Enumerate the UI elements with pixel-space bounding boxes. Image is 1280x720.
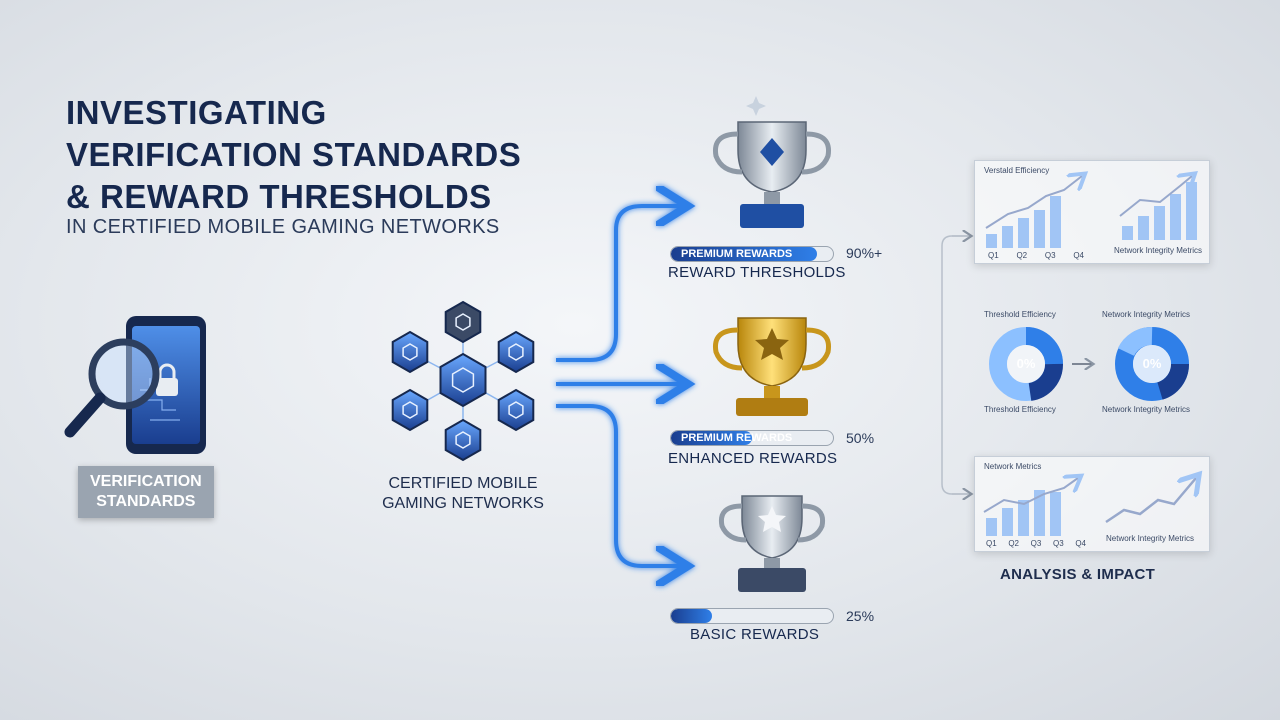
tier-3-caption: BASIC REWARDS [690, 626, 820, 643]
network-label-line-1: CERTIFIED MOBILE [388, 475, 538, 492]
panel-top-ticks: Q1 Q2 Q3 Q4 [988, 251, 1084, 260]
hex-network-icon [391, 300, 535, 462]
donut-left-bottom-label: Threshold Efficiency [984, 405, 1056, 414]
tick: Q3 [1030, 539, 1042, 548]
analysis-bracket [941, 236, 970, 494]
network-node-hex [391, 388, 429, 432]
tier-2-percent: 50% [846, 430, 875, 446]
donut-threshold-efficiency [989, 327, 1063, 401]
branch-arrows [556, 206, 680, 566]
title-line-3: & REWARD THRESHOLDS [66, 178, 492, 215]
tick: Q2 [1008, 539, 1019, 548]
magnifier-icon [64, 338, 160, 438]
analysis-panel-top [974, 160, 1210, 264]
network-node-glyph [508, 343, 524, 361]
star-icon [758, 506, 786, 532]
network-node-hex [497, 330, 535, 374]
donut-left-value: 0% [1016, 356, 1036, 371]
tier-2-caption: ENHANCED REWARDS [668, 450, 838, 467]
star-icon [755, 328, 789, 360]
panel-bottom-ticks: Q1 Q2 Q3 Q3 Q4 [986, 539, 1086, 548]
tier-3-progress-bar [670, 608, 834, 624]
network-node-hex [391, 330, 429, 374]
trophy-premium-icon [712, 96, 832, 228]
network-node-hex [497, 388, 535, 432]
panel-bottom-left-label: Network Metrics [984, 462, 1042, 471]
donut-right-top-label: Network Integrity Metrics [1102, 310, 1191, 319]
tier-1-percent: 90%+ [846, 245, 883, 261]
analysis-caption: ANALYSIS & IMPACT [1000, 566, 1156, 583]
title-line-2: VERIFICATION STANDARDS [66, 136, 522, 173]
tick: Q1 [986, 539, 997, 548]
tier-1-progress-bar: PREMIUM REWARDS [670, 246, 834, 262]
network-hub-hex [439, 352, 487, 408]
network-node-glyph [455, 313, 471, 331]
verification-label-line-1: VERIFICATION [90, 473, 202, 490]
tier-3-percent: 25% [846, 608, 875, 624]
network-node-glyph [508, 401, 524, 419]
network-node-glyph [402, 401, 418, 419]
verification-label: VERIFICATION STANDARDS [78, 466, 214, 518]
tick: Q3 [1044, 251, 1056, 260]
donut-network-integrity [1115, 327, 1190, 401]
tier-1-progress-fill: PREMIUM REWARDS [671, 247, 817, 261]
page-title: INVESTIGATING VERIFICATION STANDARDS & R… [66, 92, 521, 218]
tick: Q4 [1075, 539, 1086, 548]
tier-3-progress-fill [671, 609, 712, 623]
panel-bottom-right-label: Network Integrity Metrics [1106, 534, 1195, 543]
tick: Q1 [988, 251, 999, 260]
network-label-line-2: GAMING NETWORKS [382, 495, 544, 512]
tier-2-progress-bar: PREMIUM REWARDS [670, 430, 834, 446]
network-label: CERTIFIED MOBILE GAMING NETWORKS [358, 474, 568, 514]
sparkle-icon [746, 96, 766, 116]
network-node-glyph [402, 343, 418, 361]
arrow-to-tier-1 [556, 206, 680, 362]
tick: Q4 [1073, 251, 1084, 260]
donut-right-bottom-label: Network Integrity Metrics [1102, 405, 1191, 414]
network-node-hex [444, 300, 482, 344]
analysis-panel-bottom [974, 456, 1210, 552]
title-line-1: INVESTIGATING [66, 94, 327, 131]
donut-right-value: 0% [1142, 356, 1162, 371]
page-subtitle: IN CERTIFIED MOBILE GAMING NETWORKS [66, 216, 500, 238]
trophy-basic-icon [718, 495, 826, 592]
panel-top-left-label: Verstald Efficiency [984, 166, 1050, 175]
network-node-hex [444, 418, 482, 462]
donut-left-top-label: Threshold Efficiency [984, 310, 1056, 319]
tier-2-progress-fill: PREMIUM REWARDS [671, 431, 792, 445]
panel-top-right-label: Network Integrity Metrics [1114, 246, 1203, 255]
arrow-to-tier-3 [556, 404, 680, 566]
tier-1-caption: REWARD THRESHOLDS [668, 264, 846, 281]
tick: Q3 [1052, 539, 1064, 548]
network-node-glyph [451, 367, 475, 393]
verification-label-line-2: STANDARDS [96, 493, 196, 510]
trophy-gold-icon [712, 317, 832, 416]
network-node-glyph [455, 431, 471, 449]
padlock-icon [156, 363, 178, 396]
tick: Q2 [1016, 251, 1028, 260]
